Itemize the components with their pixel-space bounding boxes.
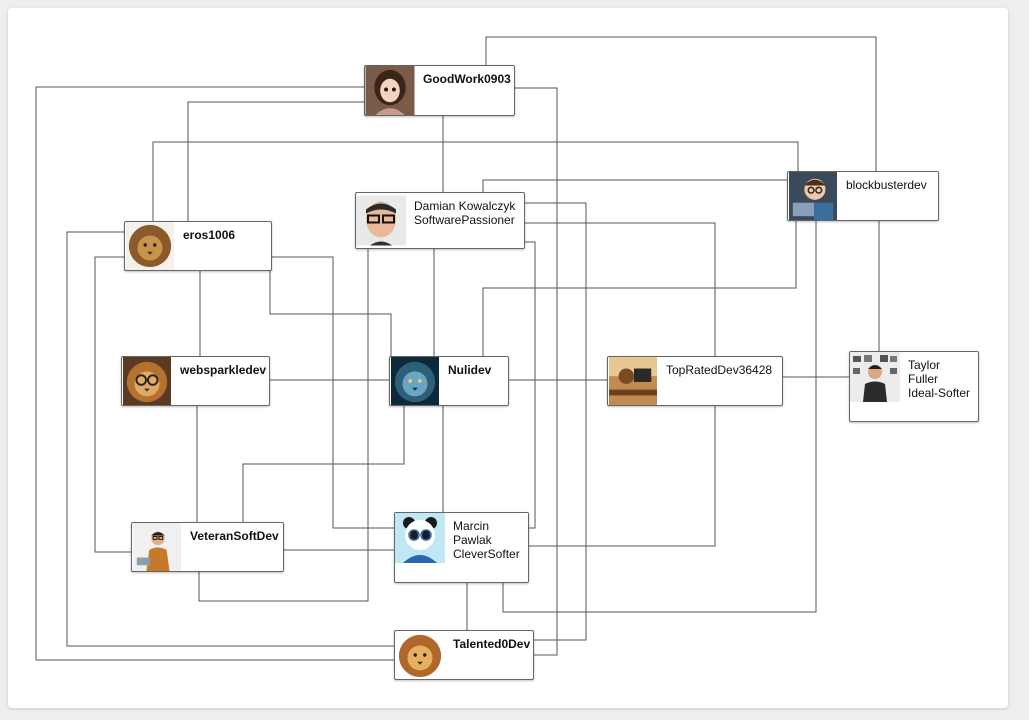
man-with-glasses-avatar-icon (356, 195, 406, 246)
node-veteransoftdev[interactable]: VeteranSoftDev (131, 522, 284, 572)
node-marcin-pawlak[interactable]: Marcin Pawlak CleverSofter (394, 512, 529, 583)
node-goodwork0903[interactable]: GoodWork0903 (364, 65, 515, 116)
node-nulidev[interactable]: Nulidev (389, 356, 509, 406)
node-label: eros1006 (183, 228, 267, 242)
node-label: Talented0Dev (453, 637, 531, 651)
node-websparkledev[interactable]: websparkledev (121, 356, 270, 406)
node-name-line-2: Fuller (908, 372, 939, 386)
node-label: TopRatedDev36428 (666, 363, 778, 377)
node-label: websparkledev (180, 363, 267, 377)
node-eros1006[interactable]: eros1006 (124, 221, 272, 271)
lion-avatar-icon (396, 631, 444, 679)
node-label: VeteranSoftDev (190, 529, 279, 543)
node-name: Nulidev (448, 363, 492, 377)
cartoon-developer-avatar-icon (789, 172, 837, 220)
node-name: TopRatedDev36428 (666, 363, 773, 377)
node-talented0dev[interactable]: Talented0Dev (394, 630, 534, 680)
avatar (395, 513, 445, 563)
panda-avatar-icon (395, 513, 445, 563)
node-taylor-fuller[interactable]: Taylor Fuller Ideal-Softer (849, 351, 979, 422)
avatar (122, 357, 172, 405)
node-name: GoodWork0903 (423, 72, 511, 86)
developer-at-desk-avatar-icon (609, 357, 657, 405)
blue-lion-avatar-icon (391, 357, 439, 405)
man-with-gadgets-avatar-icon (850, 352, 900, 402)
avatar (395, 631, 445, 679)
node-title: CleverSofter (453, 547, 520, 561)
node-label: Nulidev (448, 363, 504, 377)
avatar (788, 172, 838, 220)
avatar (132, 523, 182, 571)
node-name: Talented0Dev (453, 637, 531, 651)
node-label: Damian Kowalczyk SoftwarePassioner (414, 199, 520, 227)
node-label: Taylor Fuller Ideal-Softer (908, 358, 974, 400)
node-title: SoftwarePassioner (414, 213, 515, 227)
node-damian-kowalczyk[interactable]: Damian Kowalczyk SoftwarePassioner (355, 192, 525, 249)
node-label: blockbusterdev (846, 178, 934, 192)
node-name-line-2: Pawlak (453, 533, 492, 547)
avatar (390, 357, 440, 405)
avatar (365, 66, 415, 115)
node-name: Damian Kowalczyk (414, 199, 516, 213)
man-with-glasses-orange-avatar-icon (133, 523, 181, 571)
node-label: GoodWork0903 (423, 72, 511, 86)
lion-avatar-icon (126, 222, 174, 270)
node-name: Marcin (453, 519, 490, 533)
avatar (356, 193, 406, 248)
node-name: VeteranSoftDev (190, 529, 279, 543)
node-name: websparkledev (180, 363, 267, 377)
node-label: Marcin Pawlak CleverSofter (453, 519, 524, 561)
node-topratedev36428[interactable]: TopRatedDev36428 (607, 356, 783, 406)
avatar (850, 352, 900, 402)
node-blockbusterdev[interactable]: blockbusterdev (787, 171, 939, 221)
node-name: eros1006 (183, 228, 236, 242)
avatar (608, 357, 658, 405)
girl-doll-avatar-icon (365, 66, 415, 115)
node-name: blockbusterdev (846, 178, 927, 192)
node-name: Taylor (908, 358, 941, 372)
node-title: Ideal-Softer (908, 386, 971, 400)
avatar (125, 222, 175, 270)
lion-with-glasses-avatar-icon (123, 357, 171, 405)
